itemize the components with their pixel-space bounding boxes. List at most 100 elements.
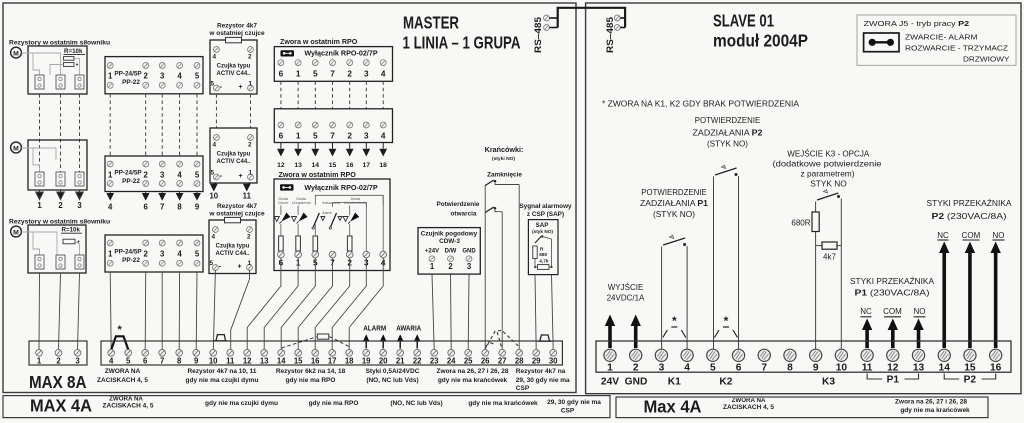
svg-text:29: 29 <box>532 357 541 366</box>
svg-text:Dozór: Dozór <box>278 201 289 205</box>
svg-text:23: 23 <box>430 357 439 366</box>
svg-text:MAX 8A: MAX 8A <box>29 372 87 392</box>
svg-text:PP-24/5P: PP-24/5P <box>114 71 142 78</box>
svg-text:gdy nie ma krańcówek: gdy nie ma krańcówek <box>438 377 508 384</box>
svg-text:Rezystor 4k7 na 10, 11: Rezystor 4k7 na 10, 11 <box>187 368 256 375</box>
svg-text:+: + <box>239 84 243 91</box>
svg-text:680: 680 <box>539 252 547 257</box>
svg-text:9: 9 <box>195 203 200 212</box>
svg-text:RS–485: RS–485 <box>533 17 543 53</box>
svg-text:K1: K1 <box>668 377 681 388</box>
svg-text:3: 3 <box>364 132 369 141</box>
svg-text:1: 1 <box>108 72 113 81</box>
svg-text:ZWARCIE- ALARM: ZWARCIE- ALARM <box>905 32 978 41</box>
svg-text:9: 9 <box>194 357 199 366</box>
svg-text:5: 5 <box>211 81 215 88</box>
svg-text:17: 17 <box>363 162 371 169</box>
svg-text:5: 5 <box>126 357 131 366</box>
svg-text:ALARM: ALARM <box>363 324 386 333</box>
svg-text:22: 22 <box>413 357 422 366</box>
svg-text:Czujka typu: Czujka typu <box>217 64 251 70</box>
svg-text:Potwierdzenie: Potwierdzenie <box>437 201 480 208</box>
svg-text:4k7: 4k7 <box>823 253 836 262</box>
svg-text:z CSP (SAP): z CSP (SAP) <box>527 211 564 218</box>
svg-text:7: 7 <box>330 70 335 79</box>
svg-text:* ZWORA NA K1, K2 GDY BRAK POT: * ZWORA NA K1, K2 GDY BRAK POTWIERDZENIA <box>602 100 800 109</box>
svg-text:10: 10 <box>836 362 848 373</box>
svg-text:PP-24/5P: PP-24/5P <box>114 170 142 177</box>
svg-text:4,7k: 4,7k <box>539 258 549 263</box>
svg-text:POTWIERDZENIE: POTWIERDZENIE <box>641 188 707 197</box>
svg-text:4: 4 <box>381 132 386 141</box>
svg-text:R=10k: R=10k <box>64 48 83 55</box>
svg-text:19: 19 <box>362 357 371 366</box>
svg-text:Czujnik pogodowy: Czujnik pogodowy <box>421 230 478 237</box>
svg-text:RS–485: RS–485 <box>605 17 615 53</box>
svg-text:R: R <box>540 247 544 252</box>
svg-text:25: 25 <box>464 357 473 366</box>
svg-text:+: + <box>238 264 242 271</box>
svg-text:(NO, NC lub Vds): (NO, NC lub Vds) <box>390 400 442 407</box>
svg-text:K2: K2 <box>719 377 732 388</box>
svg-text:GND: GND <box>625 377 648 388</box>
svg-text:3: 3 <box>160 250 165 259</box>
svg-text:WYJŚCIE: WYJŚCIE <box>608 283 644 292</box>
svg-text:(dodatkowe potwierdzenie: (dodatkowe potwierdzenie <box>773 160 883 169</box>
svg-text:Dioda: Dioda <box>351 197 362 201</box>
svg-text:1: 1 <box>108 171 113 180</box>
svg-text:-: - <box>219 264 222 271</box>
svg-text:P2: P2 <box>964 375 977 386</box>
svg-text:Rezystor 4k7: Rezystor 4k7 <box>217 203 257 210</box>
svg-text:R=10k: R=10k <box>62 227 81 234</box>
svg-text:6: 6 <box>279 70 284 79</box>
svg-text:1: 1 <box>607 362 613 373</box>
svg-text:gdy nie ma krańcówek: gdy nie ma krańcówek <box>468 400 538 407</box>
svg-text:4: 4 <box>177 250 182 259</box>
svg-text:1: 1 <box>296 70 301 79</box>
svg-text:3: 3 <box>160 171 165 180</box>
svg-text:15: 15 <box>329 162 337 169</box>
svg-text:moduł 2004P: moduł 2004P <box>713 31 808 51</box>
svg-text:STYKI PRZEKAŹNIKA: STYKI PRZEKAŹNIKA <box>850 277 935 286</box>
svg-text:ZWORA NA: ZWORA NA <box>109 396 143 403</box>
svg-text:5: 5 <box>211 170 215 177</box>
svg-text:(styki NO): (styki NO) <box>492 156 515 162</box>
svg-text:ZADZIAŁANIA P2: ZADZIAŁANIA P2 <box>693 128 764 137</box>
svg-text:4: 4 <box>177 72 182 81</box>
svg-text:1: 1 <box>249 81 253 88</box>
svg-text:ZWORA J5 - tryb pracy P2: ZWORA J5 - tryb pracy P2 <box>864 19 970 28</box>
svg-text:1: 1 <box>37 357 42 366</box>
svg-text:8: 8 <box>177 357 182 366</box>
svg-text:1 LINIA – 1 GRUPA: 1 LINIA – 1 GRUPA <box>403 33 521 53</box>
svg-text:3: 3 <box>467 262 472 271</box>
svg-text:2: 2 <box>248 54 252 61</box>
svg-text:11: 11 <box>226 357 235 366</box>
svg-text:4: 4 <box>109 357 114 366</box>
svg-text:11: 11 <box>243 192 252 201</box>
svg-text:Dioda: Dioda <box>278 197 289 201</box>
svg-text:5: 5 <box>710 362 716 373</box>
svg-text:COM: COM <box>883 307 902 316</box>
svg-text:13: 13 <box>260 357 269 366</box>
svg-text:STYK NO: STYK NO <box>810 180 847 189</box>
svg-text:Dioda: Dioda <box>296 197 307 201</box>
svg-text:GND: GND <box>462 248 476 254</box>
svg-text:Zwora w ostatnim RPO: Zwora w ostatnim RPO <box>280 38 358 46</box>
svg-text:WEJŚCIE K3 - OPCJA: WEJŚCIE K3 - OPCJA <box>787 150 870 159</box>
svg-text:AWARIA: AWARIA <box>396 324 422 333</box>
svg-text:3: 3 <box>75 357 80 366</box>
svg-text:29, 30 gdy nie ma: 29, 30 gdy nie ma <box>547 399 601 406</box>
svg-text:2: 2 <box>144 72 149 81</box>
svg-text:5: 5 <box>195 72 200 81</box>
svg-text:POTWIERDZENIE: POTWIERDZENIE <box>695 116 761 125</box>
svg-text:24V: 24V <box>601 377 619 388</box>
svg-text:Krańcówki:: Krańcówki: <box>485 145 524 154</box>
svg-text:15: 15 <box>294 357 303 366</box>
svg-text:28: 28 <box>515 357 524 366</box>
svg-text:24: 24 <box>447 357 456 366</box>
svg-text:2: 2 <box>144 171 149 180</box>
svg-text:2: 2 <box>248 142 252 149</box>
svg-text:1: 1 <box>108 250 113 259</box>
svg-text:6: 6 <box>144 203 149 212</box>
svg-text:*: * <box>724 314 729 328</box>
